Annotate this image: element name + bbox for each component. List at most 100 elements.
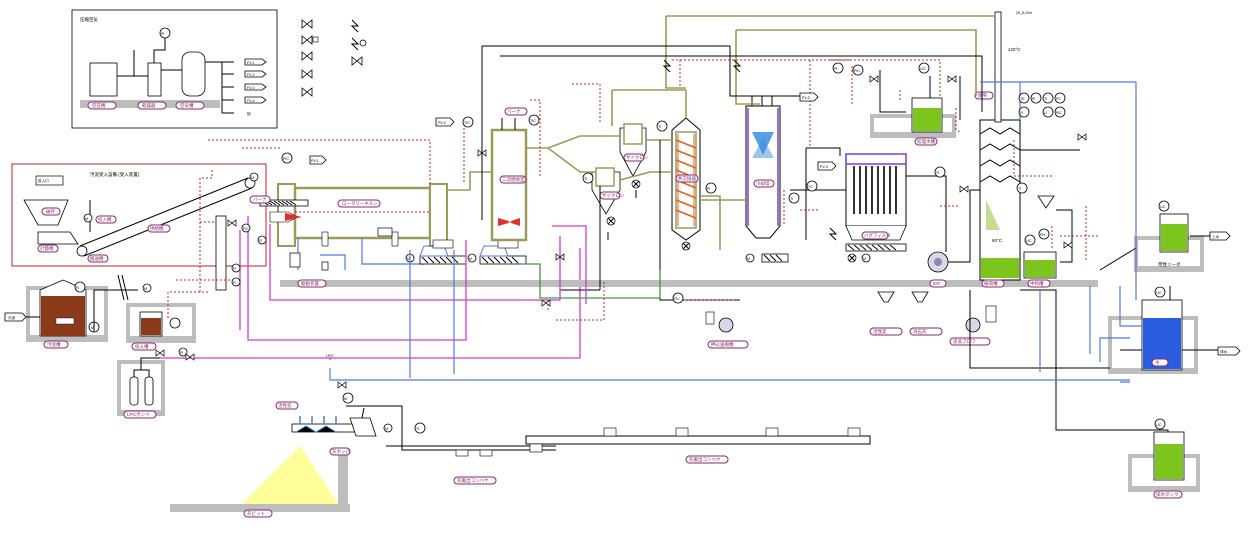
sludge-liquid [41,296,85,336]
final-drain-tank: 排水タンク [1128,431,1200,499]
svg-text:汚泥受入設備 (受入装置): 汚泥受入設備 (受入装置) [90,171,140,178]
svg-text:FV-4: FV-4 [247,99,255,103]
water-tank-top: 処理水槽 [870,97,956,146]
valve-icon [555,253,565,261]
valve-symbol-icon [301,35,313,45]
fan-label: IDF [929,279,947,288]
spray-nozzle-label: 活性炭 [275,401,299,410]
slaked-lime-label: 消石灰 [909,327,943,336]
svg-text:苛性ソーダ: 苛性ソーダ [1158,261,1181,268]
svg-text:M: M [85,217,88,221]
svg-text:M: M [251,176,254,180]
svg-text:投入口: 投入口 [38,178,49,183]
feed-item-scale: 計量機 [37,244,59,253]
svg-text:60°C: 60°C [992,238,1003,243]
check-valve-icon [732,59,742,73]
svg-text:M: M [747,257,750,261]
svg-text:PV-2: PV-2 [438,121,446,125]
feed-item-crusher: 破砕 [41,207,61,216]
svg-text:破砕: 破砕 [46,208,55,215]
svg-text:バーナ: バーナ [507,109,521,115]
valve-icon [227,219,237,227]
svg-text:循環槽: 循環槽 [984,280,998,287]
svg-text:FIC: FIC [243,227,249,231]
svg-text:LIC: LIC [1156,291,1162,295]
air-outlets: FV-1 FV-2 FV-3 FV-4 他 [244,58,267,116]
cyclone-2-label: サイクロン [599,191,625,200]
svg-text:FI: FI [259,239,262,243]
instrument-bubbles: PIC PV-1 FIC FI FI FI TIC PV-2 TIC TI TI… [231,62,1170,434]
svg-text:PIC: PIC [1056,111,1062,115]
valve-icon [477,149,487,157]
svg-text:FV-3: FV-3 [247,86,255,90]
svg-text:PC: PC [1056,97,1061,101]
check-valve-icon [350,37,360,51]
check-valve-icon [662,59,672,73]
svg-text:TIC: TIC [530,119,536,123]
svg-text:TI: TI [1018,187,1021,191]
svg-text:M: M [469,257,472,261]
motor-icon [83,213,93,223]
final-drain-tank-label: 排水タンク [1153,490,1183,499]
svg-text:PIC: PIC [283,157,289,161]
svg-text:活性炭: 活性炭 [278,402,292,409]
cooling-tower: 冷却塔 M [745,95,800,263]
svg-text:他: 他 [247,111,251,116]
svg-text:LI: LI [1044,111,1047,115]
burner-flame-icon [285,213,302,221]
sodium-tank: 苛性ソーダ 上水 [1134,213,1231,272]
svg-text:サイクロン: サイクロン [626,155,649,161]
svg-text:25_8-22m: 25_8-22m [1016,11,1032,15]
svg-text:M: M [863,257,866,261]
svg-text:M: M [144,287,147,291]
svg-text:灰搬出コンベヤ: 灰搬出コンベヤ [689,456,721,463]
svg-text:TI: TI [658,125,661,129]
blowers: 押込送風機 逆洗ブロワ 活性炭 消石灰 [705,291,997,349]
svg-text:LPG: LPG [326,354,333,358]
svg-text:バーナ: バーナ [253,197,267,203]
bag-filter: バグフィルタ M [845,153,907,263]
activated-carbon-label: 活性炭 [869,327,903,336]
svg-text:計量機: 計量機 [40,245,54,252]
svg-text:ロータリーキルン: ロータリーキルン [342,200,378,207]
kiln-label: ロータリーキルン [337,199,381,208]
water-tank-top-label: 処理水槽 [914,137,938,146]
secondary-combustion-chamber: 二次燃焼室 バーナ [490,107,528,242]
svg-text:搬送機: 搬送機 [90,255,104,262]
burner-label: バーナ [249,195,271,204]
sludge-inlet: 汚泥 [4,312,27,322]
svg-text:PIC: PIC [854,69,860,73]
svg-text:LIC: LIC [1160,205,1166,209]
cooling-tower-label: 冷却塔 [753,179,775,188]
svg-text:FI: FI [1020,111,1023,115]
valve-icon [155,349,165,357]
svg-text:排水: 排水 [1220,349,1228,354]
svg-text:FV-2: FV-2 [247,73,255,77]
valve-symbol-icon [301,19,313,29]
check-valve-icon [828,227,838,241]
sludge-tank-label: 汚泥槽 [43,340,69,349]
check-valve-icon [350,19,360,33]
svg-text:PI: PI [1032,97,1035,101]
combustion-chamber-label: 二次燃焼室 [499,175,527,184]
valve-icon [947,75,957,83]
svg-text:M: M [385,427,388,431]
svg-text:FI: FI [233,267,236,271]
svg-text:冷却塔: 冷却塔 [756,180,770,187]
circulating-water [981,258,1019,278]
svg-text:TI: TI [1044,97,1047,101]
svg-text:M: M [407,257,410,261]
svg-text:処理水槽: 処理水槽 [917,138,935,145]
svg-text:LIC: LIC [1026,239,1032,243]
valve-icon [1063,241,1073,249]
svg-text:投入機: 投入機 [98,216,112,223]
air-tank-icon [181,51,206,97]
svg-text:LIC: LIC [920,67,926,71]
svg-text:上水: 上水 [1212,234,1220,239]
svg-text:バグフィルタ: バグフィルタ [864,232,891,239]
safety-valve-icon [351,56,363,66]
svg-text:LIC: LIC [1156,423,1162,427]
svg-text:FV-1: FV-1 [247,61,255,65]
svg-text:TIC: TIC [464,121,470,125]
svg-text:PI: PI [834,67,837,71]
